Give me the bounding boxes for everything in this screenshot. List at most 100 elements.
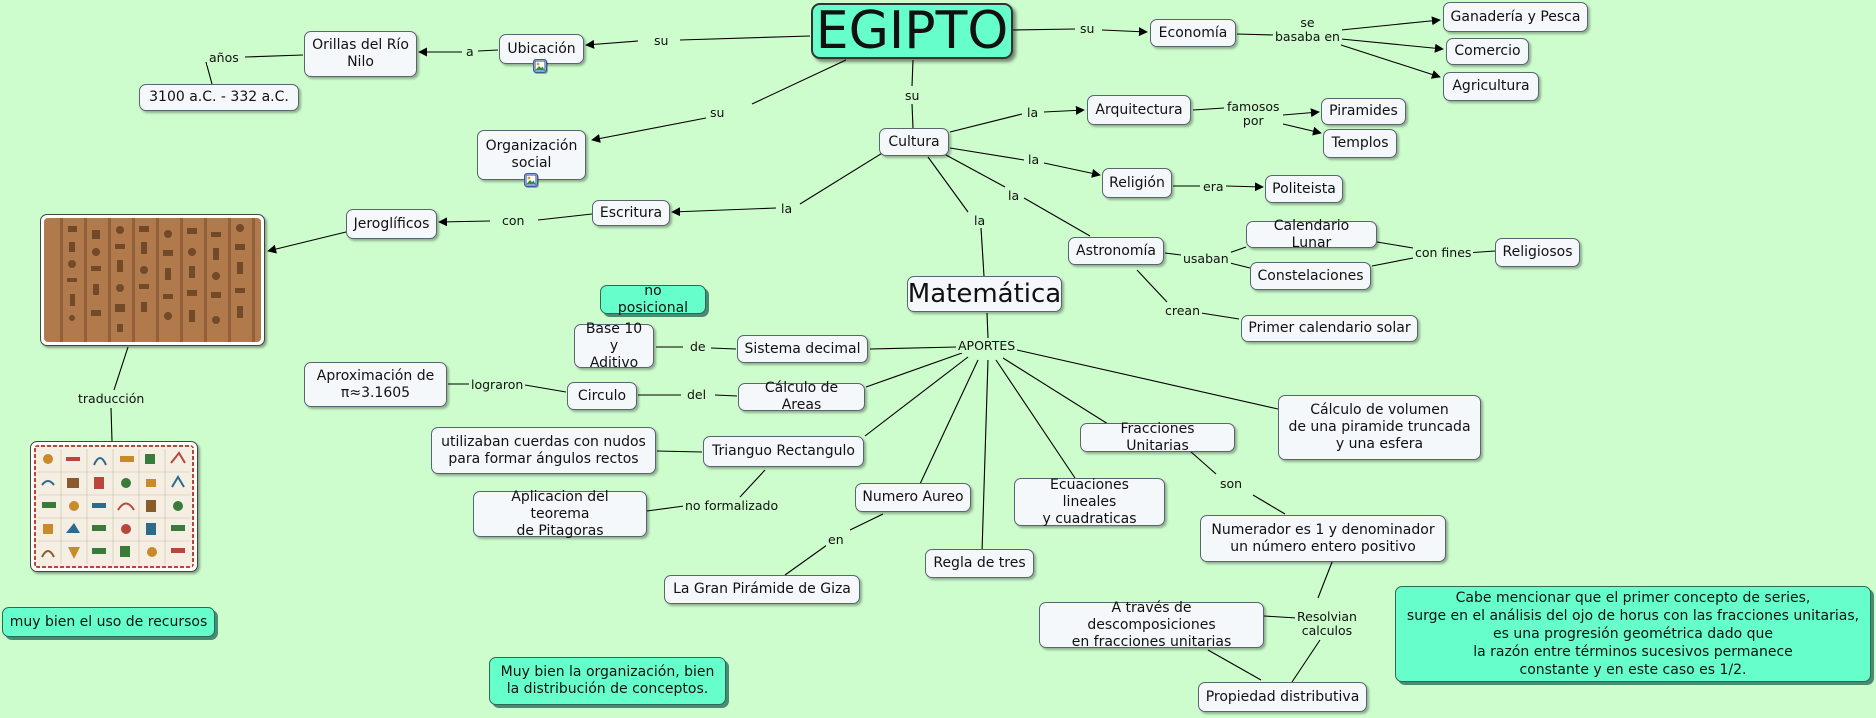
node-orillas-nilo[interactable]: Orillas del Río Nilo (304, 31, 417, 77)
label-en: en (826, 532, 846, 547)
link-la-arq-b (1043, 105, 1085, 115)
label-anos: años (207, 50, 241, 65)
note-organizacion[interactable]: Muy bien la organización, bien la distri… (489, 657, 726, 705)
link-aureo (919, 359, 979, 485)
link-la-arq-a (949, 113, 1023, 133)
link-su-ubicacion-b (585, 39, 639, 49)
link-anos-b (205, 61, 213, 85)
label-la-escritura: la (779, 201, 795, 216)
node-fracciones-unitarias[interactable]: Fracciones Unitarias (1080, 421, 1235, 454)
link-mat-aportes (986, 312, 989, 339)
link-triangulo (864, 356, 969, 437)
link-son-b (1252, 494, 1286, 515)
link-con-a (537, 213, 593, 221)
node-triangulo-rectangulo[interactable]: Trianguo Rectangulo (703, 436, 864, 467)
link-en-b (784, 544, 828, 576)
node-gran-piramide-giza[interactable]: La Gran Pirámide de Giza (664, 575, 860, 604)
label-la-religion: la (1026, 152, 1042, 167)
label-famosos-por: famosos por (1225, 99, 1282, 128)
node-calculo-volumen[interactable]: Cálculo de volumen de una piramide trunc… (1278, 395, 1481, 460)
node-economia[interactable]: Economía (1150, 19, 1236, 47)
label-traduccion: traducción (76, 391, 147, 406)
node-ganaderia-pesca[interactable]: Ganadería y Pesca (1443, 2, 1588, 32)
link-su-organizacion-a (751, 59, 847, 105)
hieroglyphs-photo[interactable] (40, 214, 265, 346)
label-su-economia: su (1078, 21, 1097, 36)
link-fracciones (1002, 357, 1109, 425)
note-series[interactable]: Cabe mencionar que el primer concepto de… (1395, 586, 1871, 682)
link-volumen (1016, 349, 1279, 410)
link-comercio (1340, 38, 1444, 53)
label-la-astronomia: la (1006, 188, 1022, 203)
label-con: con (500, 213, 527, 228)
link-su-economia-b (1101, 27, 1148, 37)
node-calendario-lunar[interactable]: Calendario Lunar (1246, 218, 1377, 251)
node-cuerdas-nudos[interactable]: utilizaban cuerdas con nudos para formar… (431, 427, 656, 474)
node-comercio[interactable]: Comercio (1446, 38, 1529, 65)
link-noform-b (646, 505, 685, 512)
label-no-formalizado: no formalizado (683, 498, 781, 513)
image-icon[interactable] (524, 173, 538, 187)
link-la-mat-a (927, 156, 969, 213)
node-descomposiciones[interactable]: A través de descomposiciones en fraccion… (1039, 600, 1264, 650)
link-en-a (849, 513, 884, 531)
link-templos (1282, 123, 1322, 136)
node-calculo-areas[interactable]: Cálculo de Areas (738, 380, 865, 413)
node-no-posicional[interactable]: no posicional (600, 283, 706, 316)
link-piramides (1282, 108, 1320, 118)
node-egipto[interactable]: EGIPTO (811, 3, 1013, 59)
link-su-cultura-a (911, 59, 914, 87)
label-a: a (464, 44, 476, 59)
link-anos-a (244, 54, 304, 58)
node-religiosos[interactable]: Religiosos (1495, 238, 1580, 267)
node-pitagoras[interactable]: Aplicacion del teorema de Pitagoras (473, 489, 647, 539)
label-se-basaba-en: se basaba en (1273, 15, 1342, 44)
label-crean: crean (1163, 303, 1203, 318)
label-son: son (1218, 476, 1245, 491)
hieroglyph-alphabet-chart[interactable] (30, 441, 198, 572)
link-se-basaba-a (1236, 33, 1276, 36)
link-resolv-c (1291, 639, 1321, 683)
link-la-esc-a (799, 146, 893, 205)
link-su-economia-a (1012, 28, 1076, 31)
label-su-organizacion: su (708, 105, 727, 120)
node-politeista[interactable]: Politeista (1265, 175, 1343, 203)
node-numero-aureo[interactable]: Numero Aureo (855, 483, 971, 512)
label-su-cultura: su (903, 88, 922, 103)
node-piramides[interactable]: Piramides (1321, 98, 1406, 125)
node-matematica[interactable]: Matemática (907, 276, 1062, 312)
node-propiedad-distributiva[interactable]: Propiedad distributiva (1198, 682, 1367, 712)
node-religion[interactable]: Religión (1102, 168, 1172, 198)
label-con-fines: con fines (1413, 245, 1474, 260)
node-escritura[interactable]: Escritura (592, 200, 670, 226)
link-traduccion-a (113, 346, 129, 391)
node-organizacion-social[interactable]: Organización social (477, 130, 586, 180)
label-de: de (688, 339, 708, 354)
link-la-rel-b (1043, 162, 1101, 178)
label-aportes: APORTES (956, 338, 1018, 353)
node-sistema-decimal[interactable]: Sistema decimal (737, 335, 868, 363)
node-fechas[interactable]: 3100 a.C. - 332 a.C. (139, 84, 299, 111)
image-icon[interactable] (533, 59, 547, 73)
link-lograron-a (524, 384, 567, 393)
link-resolv-b (1263, 615, 1298, 619)
node-aproximacion-pi[interactable]: Aproximación de π≈3.1605 (304, 362, 447, 407)
link-calc-areas (865, 352, 963, 388)
node-templos[interactable]: Templos (1323, 129, 1397, 158)
node-agricultura[interactable]: Agricultura (1443, 72, 1539, 101)
node-circulo[interactable]: Circulo (567, 382, 637, 410)
node-jeroglificos[interactable]: Jeroglíficos (346, 209, 437, 239)
node-constelaciones[interactable]: Constelaciones (1250, 262, 1371, 290)
link-son-a (1189, 450, 1217, 475)
node-primer-calendario-solar[interactable]: Primer calendario solar (1241, 315, 1418, 342)
node-astronomia[interactable]: Astronomía (1068, 237, 1164, 265)
node-numerador-denominador[interactable]: Numerador es 1 y denominador un número e… (1200, 515, 1446, 562)
link-crean-a (1136, 269, 1168, 303)
node-cultura[interactable]: Cultura (879, 128, 949, 156)
label-era: era (1201, 179, 1226, 194)
node-ecuaciones[interactable]: Ecuaciones lineales y cuadraticas (1014, 477, 1165, 527)
node-arquitectura[interactable]: Arquitectura (1087, 95, 1191, 125)
node-base10-aditivo[interactable]: Base 10 y Aditivo (574, 321, 654, 371)
note-recursos[interactable]: muy bien el uso de recursos (2, 607, 215, 637)
node-regla-tres[interactable]: Regla de tres (925, 549, 1034, 578)
